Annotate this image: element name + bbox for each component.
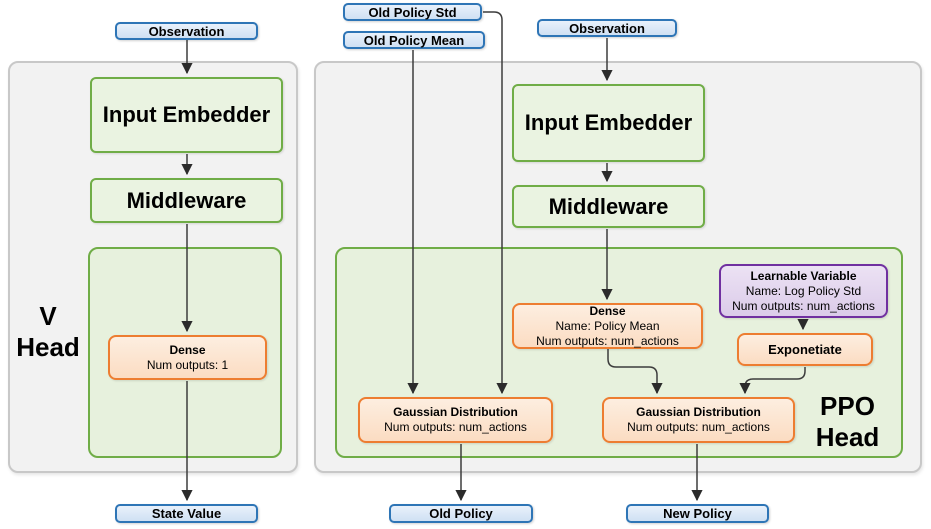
observation-input-ppo-label: Observation bbox=[569, 20, 645, 36]
learnable-variable-title: Learnable Variable bbox=[750, 268, 857, 283]
middleware-ppo: Middleware bbox=[512, 185, 705, 228]
dense-policy-mean-title: Dense bbox=[589, 303, 626, 318]
gaussian-new-title: Gaussian Distribution bbox=[636, 405, 761, 419]
v-head-label-line2: Head bbox=[16, 332, 80, 362]
old-policy-output: Old Policy bbox=[389, 504, 533, 523]
input-embedder-v: Input Embedder bbox=[90, 77, 283, 153]
old-policy-output-label: Old Policy bbox=[429, 506, 493, 521]
dense-v-outputs: Num outputs: 1 bbox=[146, 357, 229, 372]
input-embedder-v-label: Input Embedder bbox=[102, 102, 271, 127]
dense-policy-mean: Dense Name: Policy Mean Num outputs: num… bbox=[512, 303, 703, 349]
middleware-v-label: Middleware bbox=[126, 187, 247, 213]
learnable-variable-outputs: Num outputs: num_actions bbox=[732, 298, 875, 313]
state-value-output: State Value bbox=[115, 504, 258, 523]
ppo-head-label-line2: Head bbox=[815, 422, 880, 452]
v-head-label: V Head bbox=[8, 301, 88, 363]
ppo-head-label: PPO Head bbox=[795, 391, 900, 453]
exponetiate-node: Exponetiate bbox=[737, 333, 873, 366]
gaussian-distribution-new: Gaussian Distribution Num outputs: num_a… bbox=[602, 397, 795, 443]
dense-v-title: Dense bbox=[169, 342, 206, 357]
dense-policy-mean-name: Name: Policy Mean bbox=[555, 318, 660, 333]
v-head-label-line1: V bbox=[39, 301, 57, 331]
observation-input-ppo: Observation bbox=[537, 19, 677, 37]
dense-v: Dense Num outputs: 1 bbox=[108, 335, 267, 380]
old-policy-mean-input-label: Old Policy Mean bbox=[363, 32, 465, 48]
observation-input-v-label: Observation bbox=[148, 23, 225, 39]
gaussian-old-title: Gaussian Distribution bbox=[393, 405, 518, 419]
learnable-variable-name: Name: Log Policy Std bbox=[745, 283, 862, 298]
gaussian-old-outputs: Num outputs: num_actions bbox=[384, 420, 527, 434]
exponetiate-label: Exponetiate bbox=[768, 342, 842, 357]
new-policy-output: New Policy bbox=[626, 504, 769, 523]
old-policy-mean-input: Old Policy Mean bbox=[343, 31, 485, 49]
dense-policy-mean-outputs: Num outputs: num_actions bbox=[536, 333, 679, 348]
state-value-output-label: State Value bbox=[151, 506, 222, 521]
input-embedder-ppo: Input Embedder bbox=[512, 84, 705, 162]
middleware-ppo-label: Middleware bbox=[548, 193, 669, 219]
observation-input-v: Observation bbox=[115, 22, 258, 40]
middleware-v: Middleware bbox=[90, 178, 283, 223]
old-policy-std-input-label: Old Policy Std bbox=[368, 4, 457, 20]
ppo-head-label-line1: PPO bbox=[820, 391, 875, 421]
learnable-variable: Learnable Variable Name: Log Policy Std … bbox=[719, 264, 888, 318]
old-policy-std-input: Old Policy Std bbox=[343, 3, 482, 21]
new-policy-output-label: New Policy bbox=[663, 506, 732, 521]
gaussian-new-outputs: Num outputs: num_actions bbox=[627, 420, 770, 434]
input-embedder-ppo-label: Input Embedder bbox=[524, 110, 693, 135]
gaussian-distribution-old: Gaussian Distribution Num outputs: num_a… bbox=[358, 397, 553, 443]
